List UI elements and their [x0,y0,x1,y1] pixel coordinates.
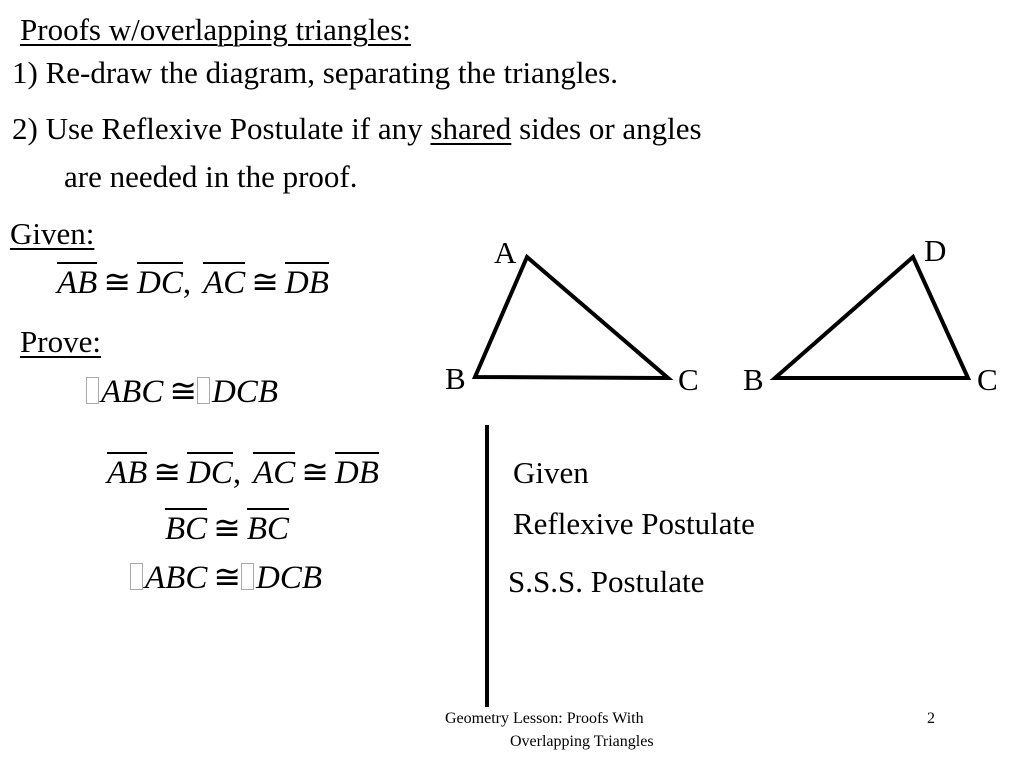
segment-ab: AB [107,452,148,490]
triangle-dcb: DCB [255,560,322,596]
proof-divider [485,425,489,707]
footer-title-line-1: Geometry Lesson: Proofs With [445,710,644,727]
vertex-a-label: A [494,235,517,270]
page-number: 2 [927,710,935,727]
step-2-prefix: 2) Use Reflexive Postulate if any [12,111,431,146]
comma: , [232,455,242,491]
proof-statement-2: BC≅BC [165,508,289,549]
segment-bc: BC [165,508,208,546]
given-statement: AB≅DC,AC≅DB [57,262,329,303]
congruent-symbol: ≅ [301,455,329,491]
congruent-symbol: ≅ [251,265,279,301]
triangle-abc-shape [471,253,674,381]
proof-statement-1: AB≅DC,AC≅DB [107,452,379,493]
segment-db: DB [284,262,329,300]
triangle-icon [130,563,143,590]
step-2: 2) Use Reflexive Postulate if any shared… [12,111,702,147]
segment-db: DB [334,452,379,490]
triangle-abc: ABC [101,374,164,410]
triangle-icon [86,377,99,404]
prove-label: Prove: [20,324,101,359]
triangle-icon [240,563,254,590]
step-2-emphasis: shared [430,111,512,146]
segment-bc: BC [246,508,289,546]
comma: , [182,265,192,301]
segment-ab: AB [57,262,98,300]
proof-statement-3: ABC≅ DCB [130,558,322,598]
segment-dc: DC [186,452,233,490]
segment-ac: AC [203,262,246,300]
congruent-symbol: ≅ [103,265,131,301]
reason-2: Reflexive Postulate [513,506,755,541]
segment-ac: AC [253,452,296,490]
footer-title-line-2: Overlapping Triangles [510,733,654,750]
congruent-symbol: ≅ [169,374,197,410]
vertex-b-label-right: B [743,362,764,397]
step-1: 1) Re-draw the diagram, separating the t… [12,55,618,90]
triangle-abc: ABC [145,560,208,596]
step-2-suffix: sides or angles [511,111,702,146]
vertex-c-label-right: C [977,362,998,397]
vertex-b-label-left: B [445,361,466,396]
reason-1: Given [513,455,589,490]
vertex-d-label: D [924,233,947,268]
vertex-c-label-left: C [678,362,699,397]
given-label: Given: [10,216,95,251]
step-2-continuation: are needed in the proof. [64,159,358,194]
prove-statement: ABC≅ DCB [86,372,278,412]
slide-title: Proofs w/overlapping triangles: [20,12,411,47]
triangle-icon [196,377,210,404]
congruent-symbol: ≅ [213,560,241,596]
triangle-dcb-shape [769,253,972,380]
congruent-symbol: ≅ [153,455,181,491]
segment-dc: DC [136,262,183,300]
reason-3: S.S.S. Postulate [508,564,705,599]
congruent-symbol: ≅ [213,511,241,547]
triangle-dcb: DCB [211,374,278,410]
